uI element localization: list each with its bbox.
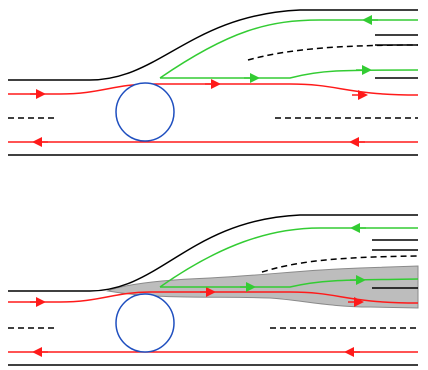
green-streamline-top-bottom: [159, 227, 418, 288]
dashed-separatrix-upper: [247, 44, 419, 61]
upper-boundary-bottom: [8, 214, 418, 292]
green-streamline-mid-bottom: [160, 278, 419, 288]
panel-top: [8, 9, 419, 156]
cylinder-top: [115, 82, 175, 142]
panel-bottom: [8, 214, 419, 366]
green-streamline-top: [159, 19, 418, 79]
red-streamline-upper: [8, 83, 419, 96]
dashed-separatrix-upper-bottom: [261, 255, 419, 273]
green-streamline-mid: [160, 69, 419, 79]
cylinder-bottom: [115, 293, 175, 353]
upper-boundary: [8, 9, 418, 81]
red-streamline-upper-bottom: [8, 291, 419, 304]
